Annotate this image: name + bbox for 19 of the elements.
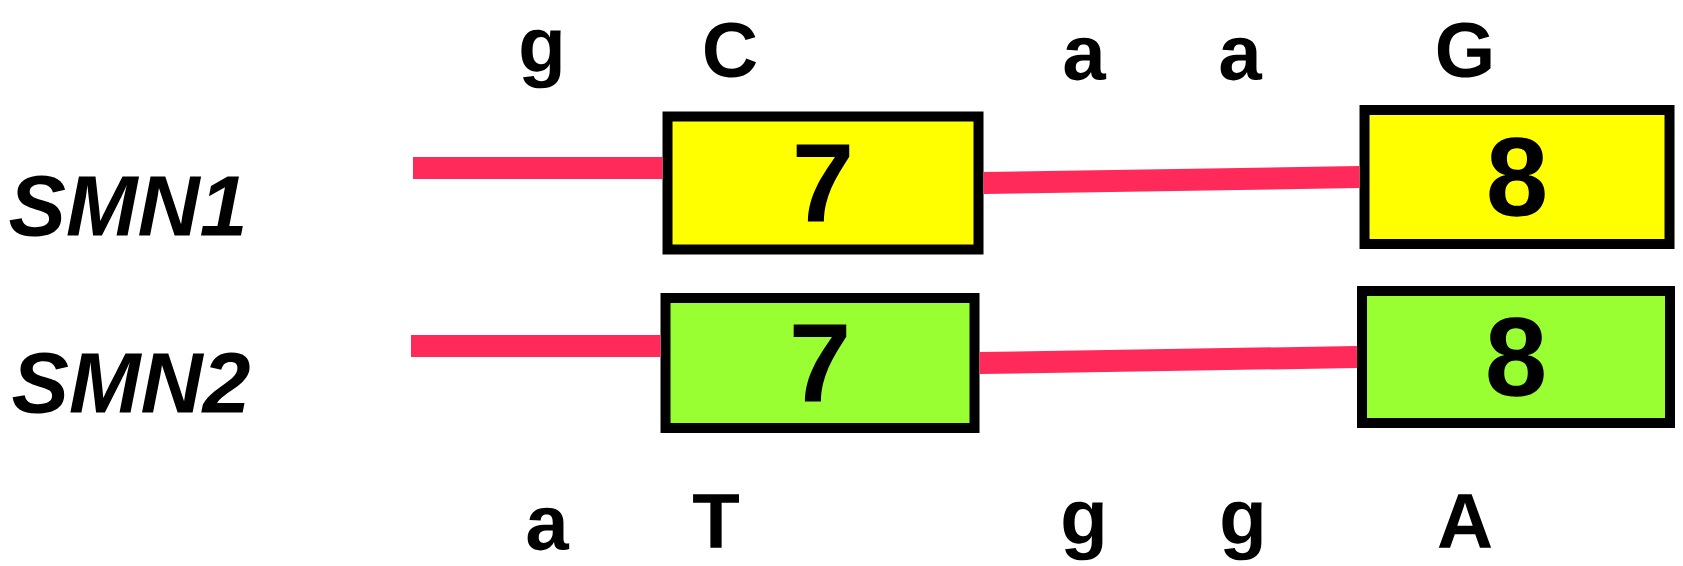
nucleotide-letter: A bbox=[1438, 494, 1492, 548]
gene-label: SMN1 bbox=[9, 175, 243, 237]
nucleotide-letter: a bbox=[1220, 37, 1263, 81]
intron-line bbox=[979, 346, 1358, 374]
gene-label: SMN2 bbox=[12, 352, 250, 414]
nucleotide-letter: g bbox=[1222, 501, 1262, 561]
nucleotide-letter: a bbox=[527, 507, 570, 551]
exon-box: 7 bbox=[662, 111, 984, 255]
nucleotide-letter: g bbox=[1063, 501, 1103, 561]
nucleotide-letter: C bbox=[705, 22, 757, 78]
exon-box: 8 bbox=[1357, 286, 1675, 428]
intron-line bbox=[413, 157, 663, 179]
intron-line bbox=[983, 166, 1360, 194]
intron-line bbox=[411, 335, 661, 357]
nucleotide-letter: G bbox=[1437, 22, 1491, 78]
exon-box: 8 bbox=[1359, 105, 1675, 249]
exon-box: 7 bbox=[660, 293, 980, 433]
nucleotide-letter: a bbox=[1064, 37, 1107, 81]
nucleotide-letter: g bbox=[521, 29, 561, 89]
